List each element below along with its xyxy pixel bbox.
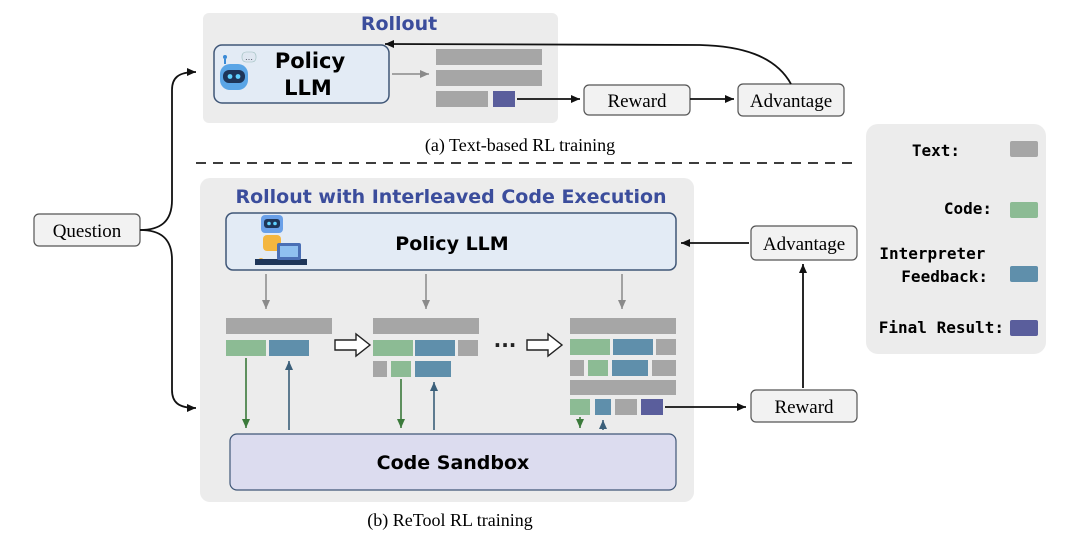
- reward-box-a: [583, 84, 691, 116]
- legend-swatch-feedback: [1010, 266, 1038, 282]
- rollout-title-b: Rollout with Interleaved Code Execution: [235, 186, 666, 208]
- rollout-title-a: Rollout: [361, 13, 437, 35]
- text-block: [373, 318, 479, 334]
- robot-laptop-icon: [255, 215, 307, 265]
- legend-swatch-code: [1010, 202, 1038, 218]
- feedback-block: [415, 361, 451, 377]
- text-block: [570, 380, 676, 395]
- text-block: [570, 360, 584, 376]
- hollow-arrow-2: [526, 332, 564, 358]
- code-sandbox-box: [229, 433, 677, 491]
- policy-label-b: Policy LLM: [395, 233, 508, 255]
- legend-label-final-result: Final Result:: [879, 318, 1004, 337]
- legend-label-feedback: Interpreter Feedback:: [879, 244, 995, 286]
- arrow-advantage-to-policy-a: [384, 40, 792, 85]
- text-block: [570, 318, 676, 334]
- feedback-block: [415, 340, 455, 356]
- policy-label-a-line1: Policy: [275, 49, 346, 73]
- legend-label-code: Code:: [944, 199, 992, 218]
- code-block: [226, 340, 266, 356]
- hollow-arrow-1: [334, 332, 372, 358]
- policy-label-a-line2: LLM: [284, 76, 332, 100]
- text-block: [436, 91, 488, 107]
- policy-llm-box-a: [213, 44, 390, 104]
- text-block: [615, 399, 637, 415]
- code-block: [373, 340, 413, 356]
- sandbox-label: Code Sandbox: [377, 452, 530, 474]
- advantage-label-b: Advantage: [763, 234, 845, 255]
- final-result-block: [493, 91, 515, 107]
- feedback-block: [269, 340, 309, 356]
- legend-label-text: Text:: [912, 141, 960, 160]
- code-block: [391, 361, 411, 377]
- advantage-box-b: [750, 225, 858, 261]
- feedback-block: [595, 399, 611, 415]
- arrow-question-to-a: [139, 68, 197, 231]
- feedback-block: [613, 339, 653, 355]
- code-block: [570, 339, 610, 355]
- text-block: [436, 49, 542, 65]
- reward-label-b: Reward: [774, 397, 834, 418]
- caption-b: (b) ReTool RL training: [367, 510, 533, 531]
- arrow-question-to-b: [139, 229, 197, 412]
- feedback-block: [612, 360, 648, 376]
- reward-box-b: [750, 389, 858, 423]
- text-block: [436, 70, 542, 86]
- text-block: [458, 340, 478, 356]
- legend-label-feedback-line1: Interpreter: [879, 244, 985, 263]
- legend-label-feedback-line2: Feedback:: [901, 267, 988, 286]
- legend-panel: [866, 124, 1046, 354]
- text-block: [373, 361, 387, 377]
- advantage-label-a: Advantage: [750, 91, 832, 112]
- text-block: [656, 339, 676, 355]
- robot-chat-icon: …: [220, 51, 257, 90]
- policy-llm-box-b: [225, 212, 677, 271]
- reward-label-a: Reward: [607, 91, 667, 112]
- legend-swatch-final-result: [1010, 320, 1038, 336]
- text-block: [652, 360, 676, 376]
- ellipsis: ···: [494, 333, 517, 357]
- question-label: Question: [53, 221, 122, 242]
- text-block: [226, 318, 332, 334]
- code-block: [570, 399, 590, 415]
- svg-text:…: …: [245, 53, 253, 62]
- legend-swatch-text: [1010, 141, 1038, 157]
- code-block: [588, 360, 608, 376]
- final-result-block: [641, 399, 663, 415]
- caption-a: (a) Text-based RL training: [425, 135, 615, 156]
